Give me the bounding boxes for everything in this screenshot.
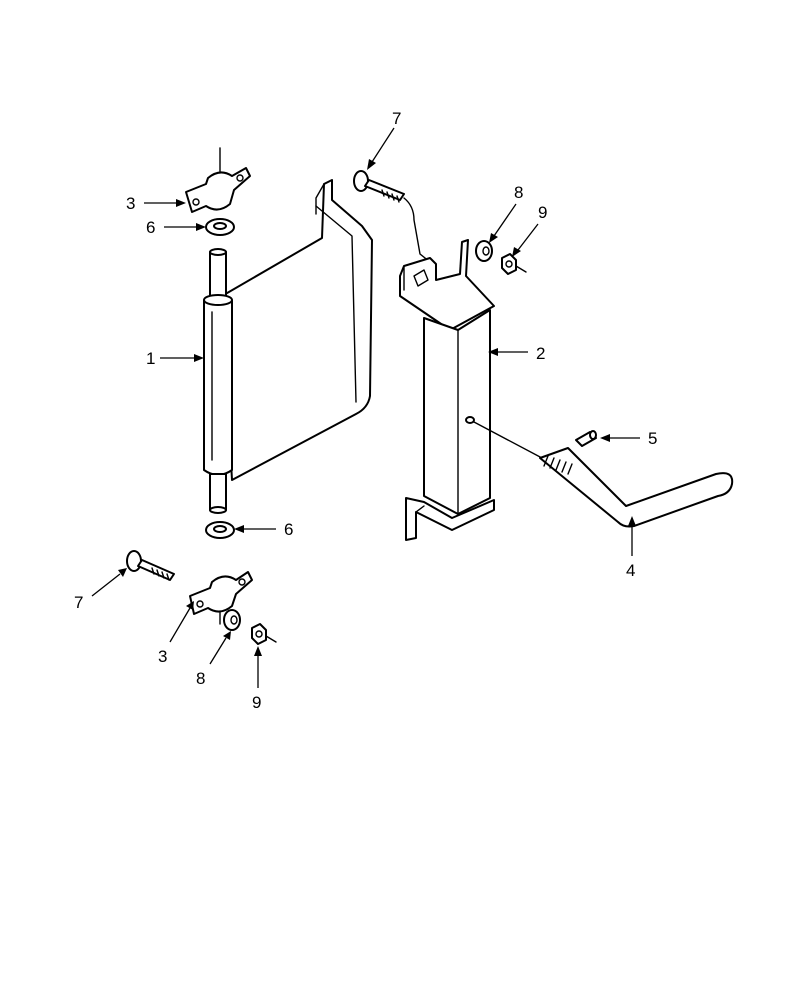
upper-hex-nut bbox=[501, 253, 527, 275]
callout-7-upper: 7 bbox=[392, 109, 401, 128]
callout-2: 2 bbox=[536, 344, 545, 363]
lower-pivot-pin bbox=[209, 473, 227, 511]
deflector-plate-assembly bbox=[203, 179, 373, 514]
pivot-tube bbox=[203, 295, 233, 476]
lower-bolt bbox=[126, 550, 175, 581]
lower-hex-nut bbox=[251, 623, 277, 645]
deflector-plate bbox=[221, 179, 373, 481]
callout-3-upper: 3 bbox=[126, 194, 135, 213]
alignment-line bbox=[473, 421, 543, 459]
callout-9-upper: 9 bbox=[538, 203, 547, 222]
spring-pin bbox=[575, 430, 597, 447]
callout-1: 1 bbox=[146, 349, 155, 368]
callout-9-lower: 9 bbox=[252, 693, 261, 712]
bottom-bracket bbox=[405, 497, 495, 541]
upper-washer bbox=[205, 218, 235, 236]
callout-3-lower: 3 bbox=[158, 647, 167, 666]
callout-7-lower: 7 bbox=[74, 593, 83, 612]
callout-6-lower: 6 bbox=[284, 520, 293, 539]
callout-labels: 1 2 3 3 4 5 6 6 7 7 8 8 9 9 bbox=[74, 109, 657, 712]
post-body bbox=[423, 309, 491, 515]
upper-bolt bbox=[353, 170, 431, 263]
lower-clamp bbox=[189, 571, 253, 625]
handle-rod bbox=[539, 447, 734, 528]
leader-lines bbox=[91, 127, 640, 688]
callout-8-lower: 8 bbox=[196, 669, 205, 688]
support-post bbox=[399, 239, 495, 541]
plate-fold-line bbox=[315, 205, 357, 403]
callout-4: 4 bbox=[626, 561, 635, 580]
callout-5: 5 bbox=[648, 429, 657, 448]
plate-flange bbox=[315, 183, 325, 215]
lower-lock-washer bbox=[223, 609, 241, 631]
lower-washer bbox=[205, 521, 235, 539]
upper-clamp bbox=[185, 147, 251, 213]
callout-8-upper: 8 bbox=[514, 183, 523, 202]
callout-6-upper: 6 bbox=[146, 218, 155, 237]
upper-lock-washer bbox=[475, 240, 493, 262]
